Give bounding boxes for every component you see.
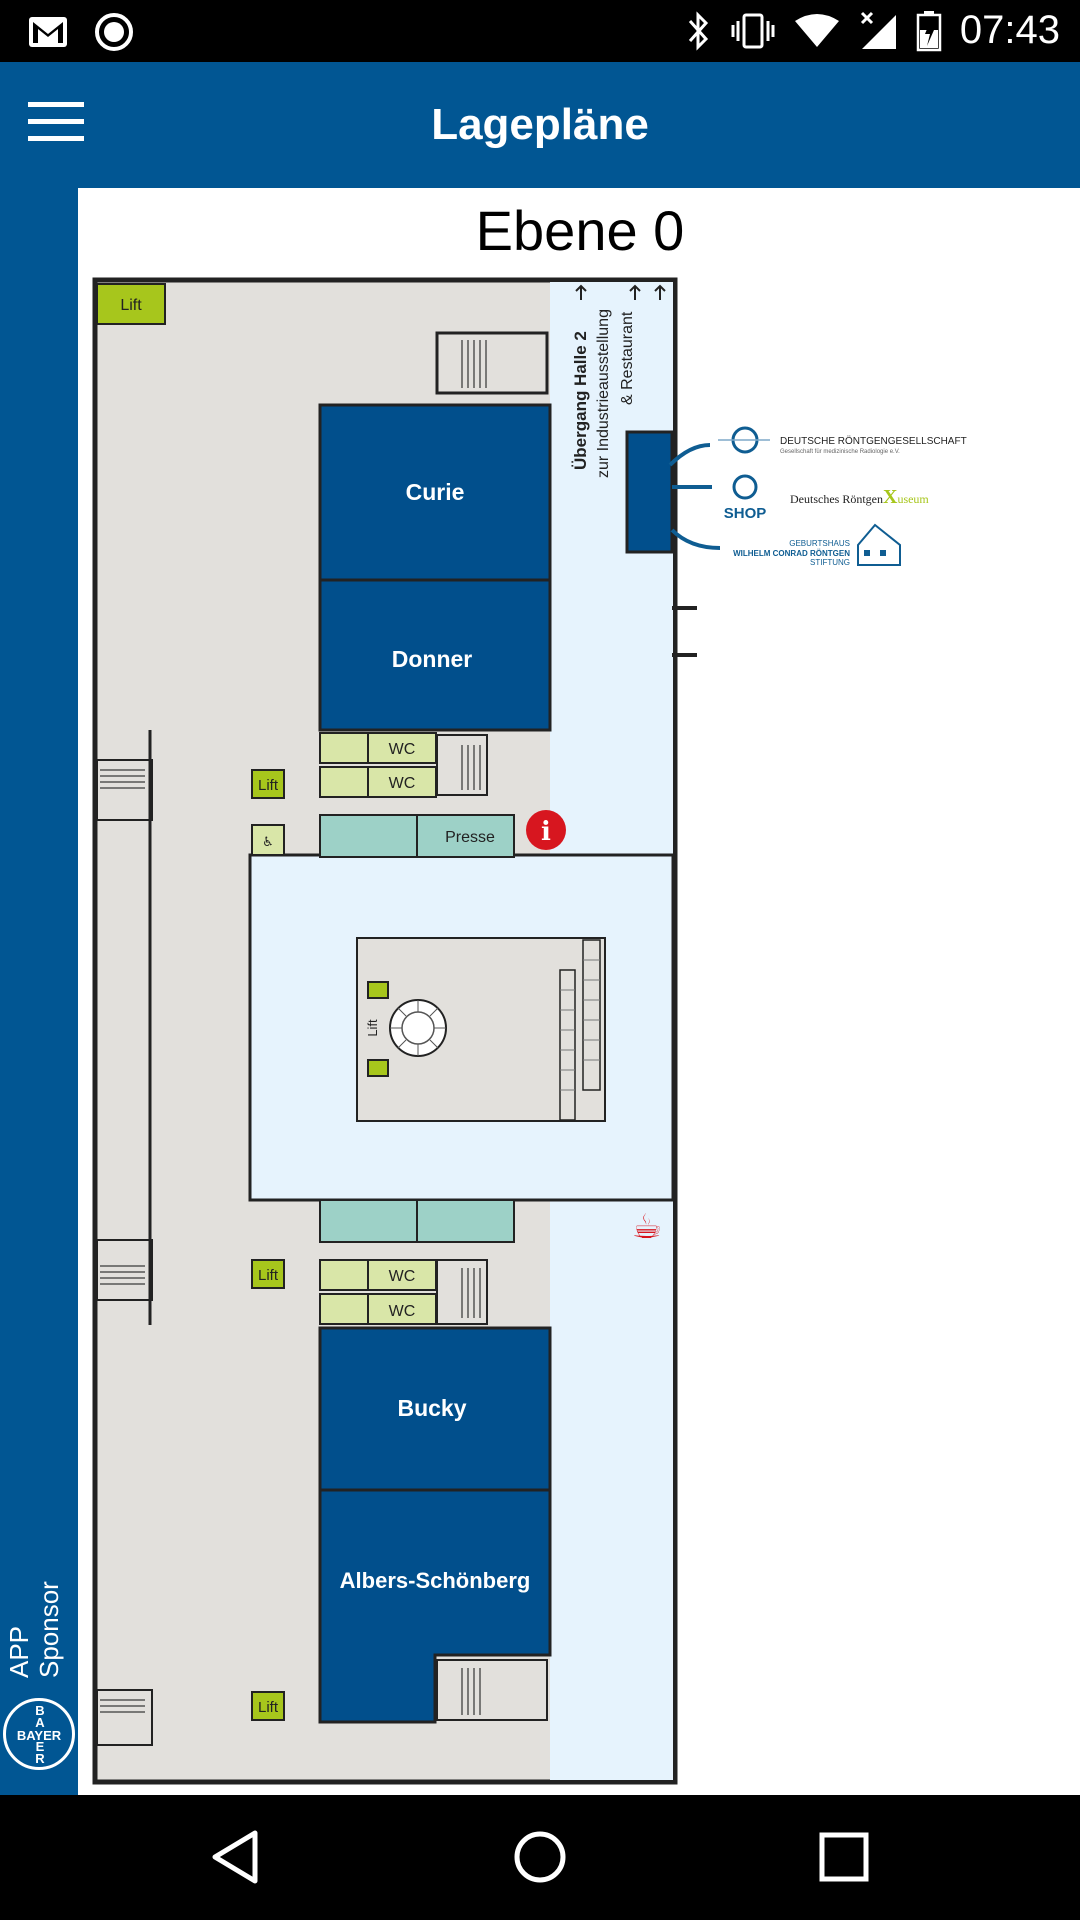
record-icon [95,13,133,51]
lift-bottom[interactable] [251,1691,285,1721]
room-donner[interactable] [318,578,552,732]
svg-text:WILHELM CONRAD RÖNTGEN: WILHELM CONRAD RÖNTGEN [733,549,850,558]
svg-text:Übergang Halle 2: Übergang Halle 2 [571,331,590,470]
museum-logo[interactable]: Deutsches RöntgenXuseum [790,486,929,508]
svg-text:♿: ♿ [262,835,274,850]
svg-text:WC: WC [389,741,416,758]
vibrate-icon [731,13,775,48]
gmail-icon [29,17,67,47]
room-curie[interactable] [318,403,552,582]
recents-icon[interactable] [808,1827,878,1887]
lift-lower[interactable] [251,1259,285,1289]
level-title: Ebene 0 [476,199,685,262]
bluetooth-icon [688,10,708,51]
wc-lower-2 [367,1293,437,1325]
coffee-icon: ☕ [632,1207,662,1247]
info-marker[interactable] [526,810,566,850]
drg-logo[interactable]: DEUTSCHE RÖNTGENGESELLSCHAFT Gesellschaf… [718,426,967,455]
svg-text:Curie: Curie [406,479,465,505]
svg-text:Presse: Presse [445,829,495,846]
arrow-up-icon [575,284,666,300]
svg-text:WC: WC [389,1268,416,1285]
svg-text:Deutsches RöntgenXuseum: Deutsches RöntgenXuseum [790,486,929,508]
geburtshaus-logo[interactable]: GEBURTSHAUS WILHELM CONRAD RÖNTGEN STIFT… [733,523,901,567]
room-teal-lower [416,1199,515,1243]
home-icon[interactable] [505,1827,575,1887]
svg-text:zur Industrieausstellung: zur Industrieausstellung [595,309,612,478]
clock: 07:43 [959,8,1060,52]
svg-text:Gesellschaft für medizinische: Gesellschaft für medizinische Radiologie… [780,449,900,455]
exit-block [625,430,674,554]
svg-text:STIFTUNG: STIFTUNG [810,558,850,567]
room-bucky[interactable] [318,1326,552,1492]
svg-text:WC: WC [389,775,416,792]
nav-bar [0,1795,1080,1920]
status-bar: 07:43 [0,0,1080,62]
signal-icon [860,11,896,49]
sponsor-label: APP Sponsor [4,1581,64,1678]
staircase [435,331,549,395]
room-albers-schoenberg[interactable] [318,1488,552,1724]
lift-top-left[interactable] [96,283,166,325]
svg-text:Lift: Lift [258,1699,279,1716]
svg-text:GEBURTSHAUS: GEBURTSHAUS [789,539,850,548]
svg-text:Bucky: Bucky [397,1395,466,1421]
accessible-wc [251,824,285,856]
svg-text:Albers-Schönberg: Albers-Schönberg [340,1568,531,1593]
svg-text:& Restaurant: & Restaurant [619,311,636,405]
wifi-icon [794,13,839,47]
shop-logo[interactable]: SHOP [724,474,767,522]
svg-text:Lift: Lift [120,297,142,314]
svg-text:Donner: Donner [392,646,473,672]
hamburger-menu-icon[interactable] [28,102,84,148]
app-bar: Lagepläne [0,62,1080,188]
room-teal-upper [319,814,418,858]
svg-text:WC: WC [389,1303,416,1320]
lift-upper[interactable] [251,769,285,799]
floor-plan-map[interactable]: Ebene 0 Lift Curie Donner WC WC [78,188,1080,1795]
room-presse[interactable] [416,814,515,858]
page-title: Lagepläne [431,100,649,149]
svg-text:SHOP: SHOP [724,505,767,522]
wc-lower-1 [367,1259,437,1291]
battery-icon [916,10,942,51]
svg-text:Lift: Lift [258,1267,279,1284]
svg-text:Lift: Lift [258,777,279,794]
svg-text:DEUTSCHE RÖNTGENGESELLSCHAFT: DEUTSCHE RÖNTGENGESELLSCHAFT [780,435,967,447]
back-icon[interactable] [200,1827,270,1887]
svg-text:Lift: Lift [365,1019,380,1037]
svg-text:i: i [541,817,551,847]
